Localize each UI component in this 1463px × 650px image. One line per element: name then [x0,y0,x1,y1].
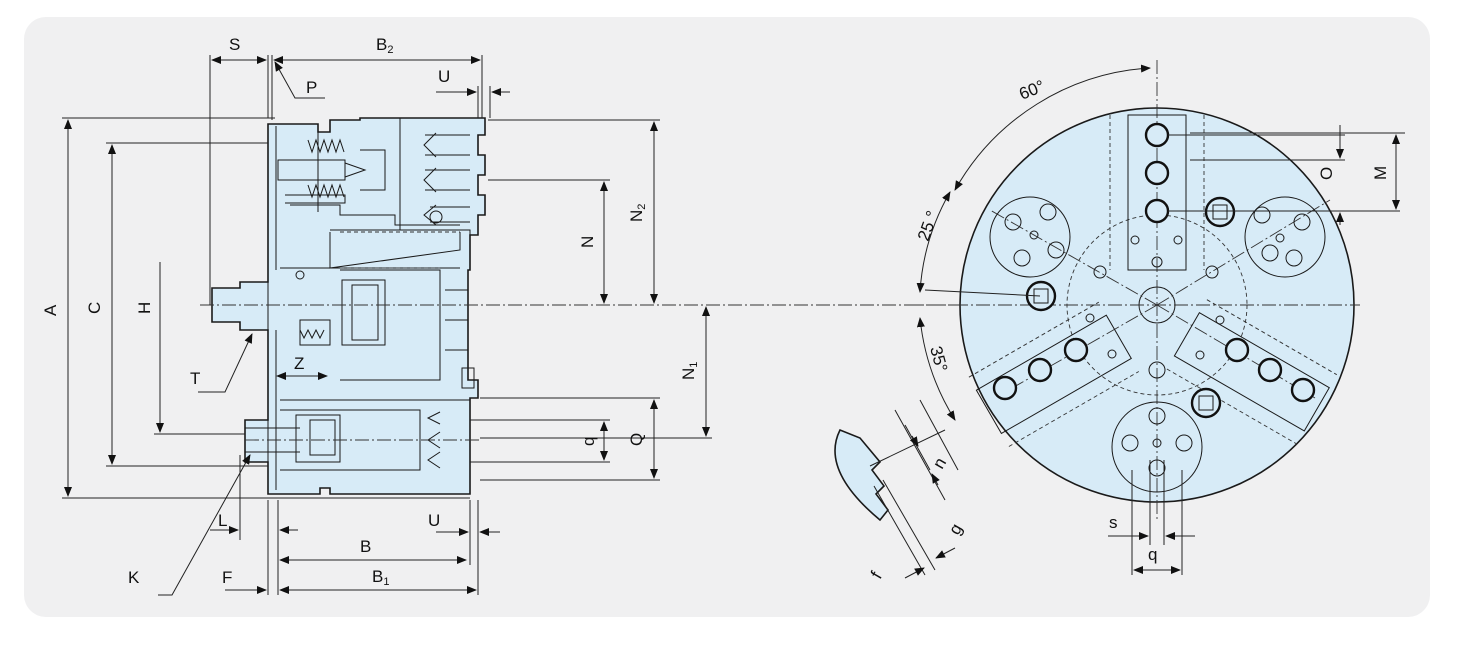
label-B: B [360,537,371,556]
side-view [62,55,960,596]
label-S: S [229,35,240,54]
label-M: M [1371,166,1390,180]
label-F: F [222,568,232,587]
label-P: P [306,78,317,97]
label-N2: N2 [627,204,648,222]
jaw-detail [834,399,959,579]
label-Z: Z [294,354,304,373]
label-A: A [41,304,60,316]
label-q-front: q [1148,545,1157,564]
label-angle-35: 35° [926,344,951,374]
label-B1: B1 [372,567,389,588]
label-f: f [867,568,886,582]
label-N1: N1 [679,362,700,380]
label-Q: Q [627,433,646,446]
label-q-side: q [579,437,598,446]
label-C: C [85,302,104,314]
label-N: N [578,236,597,248]
label-s: s [1109,513,1118,532]
label-U-bottom: U [428,511,440,530]
front-view [910,60,1405,575]
label-T: T [190,369,200,388]
label-L: L [218,511,227,530]
chuck-body-side [211,117,486,495]
label-B2: B2 [376,35,393,56]
label-angle-25: 25 ° [914,208,942,243]
label-U-top: U [438,67,450,86]
label-K: K [128,568,140,587]
label-O: O [1317,167,1336,180]
label-g: g [945,520,966,538]
jaw-section [834,428,890,522]
label-angle-60: 60° [1016,76,1047,103]
label-n: n [929,454,950,472]
label-H: H [135,302,154,314]
